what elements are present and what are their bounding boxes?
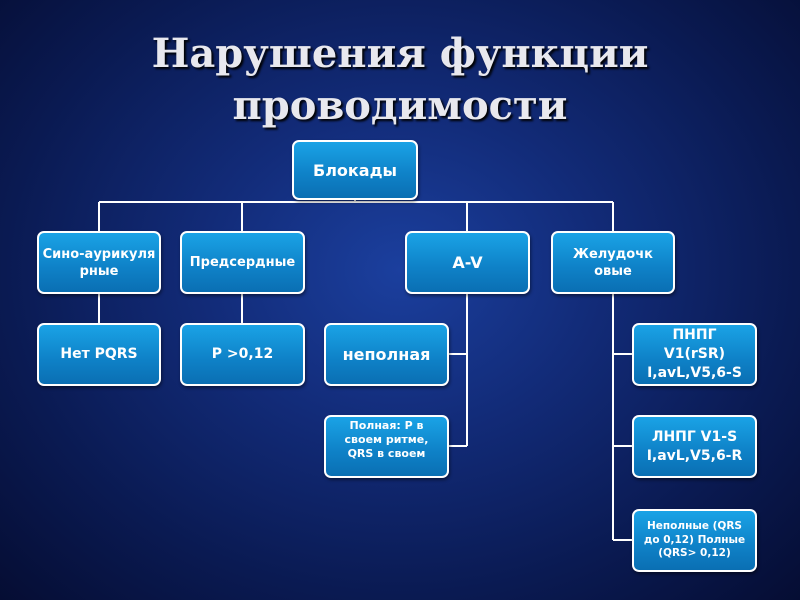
node-sinoatrial: Сино-аурикулярные: [37, 231, 161, 294]
node-blocks: Блокады: [292, 140, 418, 200]
node-sinoatrial-label: Сино-аурикулярные: [42, 246, 156, 279]
node-partial-full-label: Неполные (QRS до 0,12) Полные (QRS> 0,12…: [643, 520, 746, 560]
node-incomplete-av: неполная: [324, 323, 449, 386]
node-complete-av-label: Полная: P в своем ритме, QRS в своем: [344, 419, 429, 460]
node-p-interval: P >0,12: [180, 323, 305, 386]
node-blocks-label: Блокады: [313, 160, 397, 180]
node-lbbb-label: ЛНПГ V1-S I,avL,V5,6-R: [646, 428, 743, 464]
node-partial-full: Неполные (QRS до 0,12) Полные (QRS> 0,12…: [632, 509, 757, 572]
node-ventricular-label: Желудочковые: [573, 246, 653, 279]
node-p-interval-label: P >0,12: [211, 346, 274, 362]
node-no-pqrs: Нет PQRS: [37, 323, 161, 386]
title-line-2: проводимости: [232, 82, 568, 129]
node-complete-av: Полная: P в своем ритме, QRS в своем: [324, 415, 449, 478]
node-no-pqrs-label: Нет PQRS: [60, 346, 138, 362]
node-atrial-label: Предсердные: [189, 255, 296, 270]
node-ventricular: Желудочковые: [551, 231, 675, 294]
node-lbbb: ЛНПГ V1-S I,avL,V5,6-R: [632, 415, 757, 478]
node-incomplete-av-label: неполная: [342, 345, 431, 364]
node-av: A-V: [405, 231, 530, 294]
node-rbbb: ПНПГ V1(rSR) I,avL,V5,6-S: [632, 323, 757, 386]
node-rbbb-label: ПНПГ V1(rSR) I,avL,V5,6-S: [647, 327, 742, 381]
node-av-label: A-V: [452, 253, 483, 272]
node-atrial: Предсердные: [180, 231, 305, 294]
title-line-1: Нарушения функции: [151, 30, 649, 77]
page-title: Нарушения функции проводимости: [0, 28, 800, 132]
